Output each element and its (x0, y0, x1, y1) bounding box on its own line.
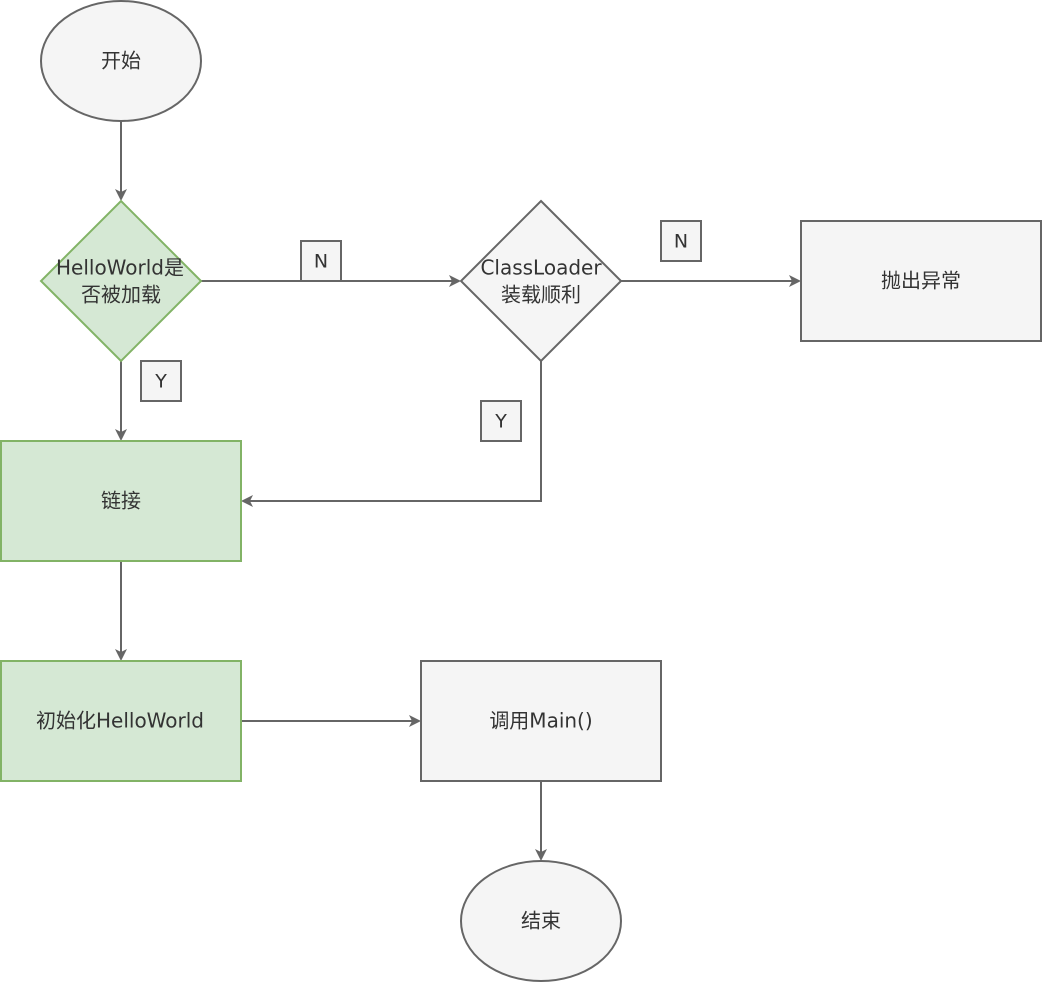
loaded-check-label-line2: 否被加载 (81, 283, 161, 307)
classloader-check-label-line1: ClassLoader (480, 256, 602, 280)
throw-exception-label: 抛出异常 (881, 269, 961, 293)
edge-label-loaded-yes-box (140, 360, 182, 402)
link-box (0, 440, 242, 562)
edge-label-classloader-yes-box (480, 400, 522, 442)
init-box (0, 660, 242, 782)
end-node: 结束 (460, 860, 622, 982)
edges (115, 121, 801, 861)
edge-label-loaded-yes: Y (140, 360, 182, 402)
edge-classloader-check-to-link (241, 361, 542, 507)
loaded-check-label-line1: HelloWorld是 (56, 256, 184, 280)
end-label: 结束 (521, 909, 561, 933)
edge-label-loaded-yes-text: Y (154, 371, 167, 393)
edge-label-loaded-no-box (300, 240, 342, 282)
call-main-node: 调用Main() (420, 660, 662, 782)
loaded-check-node: HelloWorld是 否被加载 (39, 199, 203, 363)
link-node: 链接 (0, 440, 242, 562)
edge-label-classloader-yes-text: Y (494, 411, 507, 433)
start-ellipse (40, 0, 202, 122)
edge-label-classloader-no: N (660, 220, 702, 262)
loaded-check-diamond (39, 199, 203, 363)
call-main-label: 调用Main() (489, 709, 592, 733)
edge-label-loaded-no-text: N (314, 251, 328, 273)
call-main-box (420, 660, 662, 782)
classloader-check-node: ClassLoader 装载顺利 (459, 199, 623, 363)
start-label: 开始 (101, 49, 141, 73)
throw-exception-box (800, 220, 1042, 342)
classloader-check-label-line2: 装载顺利 (501, 283, 581, 307)
init-node: 初始化HelloWorld (0, 660, 242, 782)
link-label: 链接 (101, 489, 141, 513)
start-node: 开始 (40, 0, 202, 122)
end-ellipse (460, 860, 622, 982)
edge-label-classloader-no-box (660, 220, 702, 262)
init-label: 初始化HelloWorld (36, 709, 204, 733)
edge-label-classloader-no-text: N (674, 231, 688, 253)
classloader-check-diamond (459, 199, 623, 363)
throw-exception-node: 抛出异常 (800, 220, 1042, 342)
edge-label-loaded-no: N (300, 240, 342, 282)
edge-label-classloader-yes: Y (480, 400, 522, 442)
